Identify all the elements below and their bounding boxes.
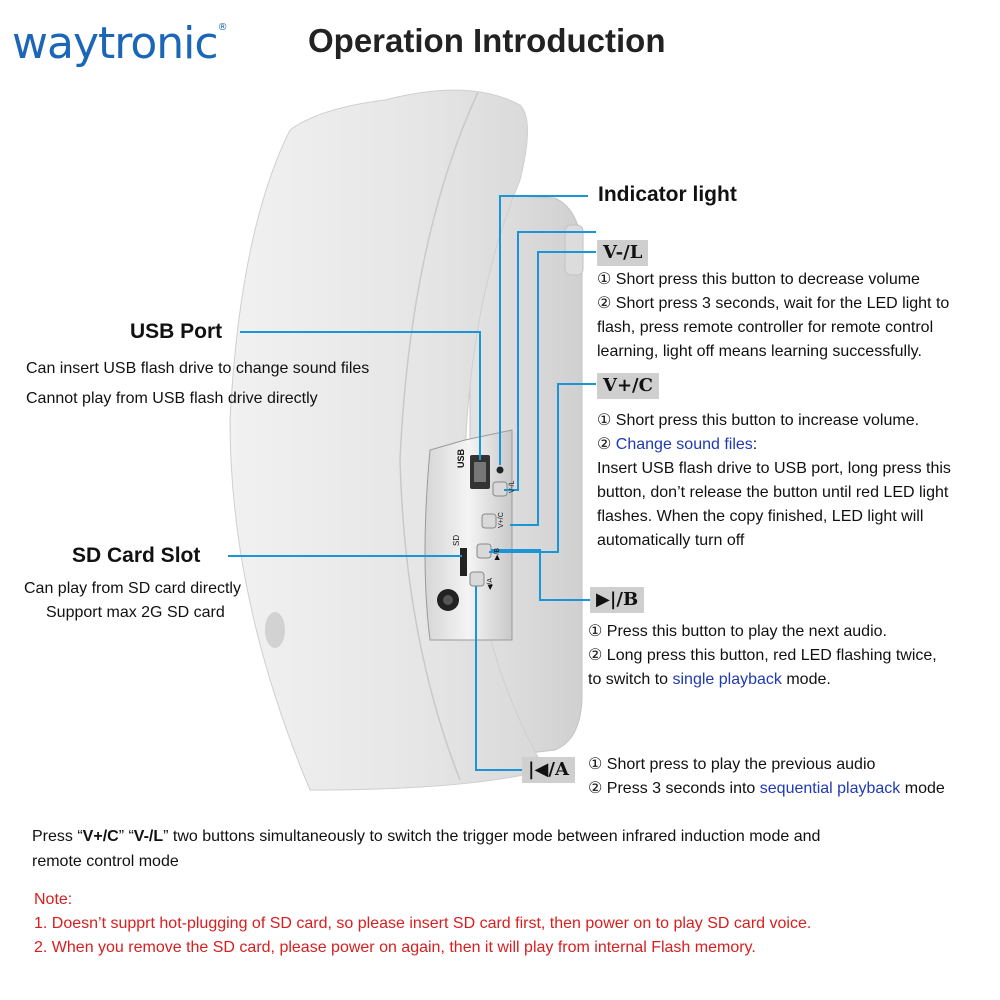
- panel-key1-text: V-/L: [509, 480, 516, 493]
- page-title: Operation Introduction: [308, 22, 666, 59]
- usb-port-label: USB Port: [130, 320, 223, 343]
- next-b-button-label: ▶|/B: [590, 587, 645, 613]
- vc-desc-6: automatically turn off: [597, 532, 745, 549]
- b-desc-3: to switch to single playback mode.: [588, 668, 937, 692]
- sd-desc-2: Support max 2G SD card: [46, 604, 225, 621]
- single-playback-text: single playback: [672, 671, 782, 688]
- vc-desc-5: flashes. When the copy finished, LED lig…: [597, 508, 924, 525]
- vc-desc-2-suffix: :: [752, 436, 758, 453]
- vl-desc-3: flash, press remote controller for remot…: [597, 319, 934, 336]
- trigger-mode-note-line2: remote control mode: [32, 853, 179, 870]
- note-title: Note:: [34, 891, 73, 908]
- a-desc-2-prefix: ② Press 3 seconds into: [588, 780, 760, 797]
- vc-desc-2: ② Change sound files:: [597, 433, 951, 457]
- press-note-part1: Press “: [32, 828, 83, 845]
- vl-desc-4: learning, light off means learning succe…: [597, 343, 922, 360]
- trigger-mode-note: Press “V+/C” “V-/L” two buttons simultan…: [32, 828, 820, 846]
- panel-key3-text: ▶/B: [494, 548, 501, 560]
- vc-desc-2-prefix: ②: [597, 436, 616, 453]
- usb-desc-2: Cannot play from USB flash drive directl…: [26, 390, 318, 407]
- brand-reg-mark: ®: [217, 22, 228, 33]
- b-desc-3-suffix: mode.: [781, 671, 831, 688]
- note-item-2: 2. When you remove the SD card, please p…: [34, 939, 756, 956]
- vc-desc: ① Short press this button to increase vo…: [597, 409, 951, 553]
- b-desc-3-prefix: to switch to: [588, 671, 673, 688]
- change-sound-files-text: Change sound files: [615, 436, 753, 453]
- sequential-playback-text: sequential playback: [759, 780, 901, 797]
- v-plus-c-button-label: V+/C: [597, 373, 659, 399]
- a-desc-2-suffix: mode: [900, 780, 945, 797]
- sd-card-slot-label: SD Card Slot: [72, 544, 201, 567]
- press-note-part3: ” two buttons simultaneously to switch t…: [163, 828, 821, 845]
- b-desc-2: ② Long press this button, red LED flashi…: [588, 647, 937, 664]
- press-note-vl: V-/L: [133, 828, 164, 845]
- vl-desc-2: ② Short press 3 seconds, wait for the LE…: [597, 295, 950, 312]
- b-desc: ① Press this button to play the next aud…: [588, 620, 937, 692]
- panel-usb-text: USB: [456, 448, 466, 468]
- panel-key4-text: ◀/A: [487, 578, 494, 590]
- panel-sd-text: SD: [452, 534, 461, 546]
- a-desc-1: ① Short press to play the previous audio: [588, 756, 876, 773]
- panel-key2-text: V+/C: [498, 512, 505, 528]
- press-note-part2: ” “: [118, 828, 134, 845]
- vc-desc-1: ① Short press this button to increase vo…: [597, 412, 920, 429]
- sd-desc-1: Can play from SD card directly: [24, 580, 241, 597]
- b-desc-1: ① Press this button to play the next aud…: [588, 623, 887, 640]
- vl-desc-1: ① Short press this button to decrease vo…: [597, 271, 920, 288]
- press-note-vc: V+/C: [82, 828, 119, 845]
- vc-desc-3: Insert USB flash drive to USB port, long…: [597, 460, 951, 477]
- v-minus-l-button-label: V-/L: [597, 240, 649, 266]
- brand-logo: waytronic®: [12, 18, 228, 69]
- usb-desc-1: Can insert USB flash drive to change sou…: [26, 360, 370, 377]
- prev-a-button-label: |◀/A: [522, 757, 575, 783]
- indicator-light-label: Indicator light: [598, 183, 737, 206]
- note-item-1: 1. Doesn’t supprt hot-plugging of SD car…: [34, 915, 812, 932]
- vl-desc: ① Short press this button to decrease vo…: [597, 268, 949, 364]
- a-desc-2: ② Press 3 seconds into sequential playba…: [588, 777, 945, 801]
- vc-desc-4: button, don’t release the button until r…: [597, 484, 949, 501]
- a-desc: ① Short press to play the previous audio…: [588, 753, 945, 801]
- brand-name: waytronic: [12, 18, 219, 69]
